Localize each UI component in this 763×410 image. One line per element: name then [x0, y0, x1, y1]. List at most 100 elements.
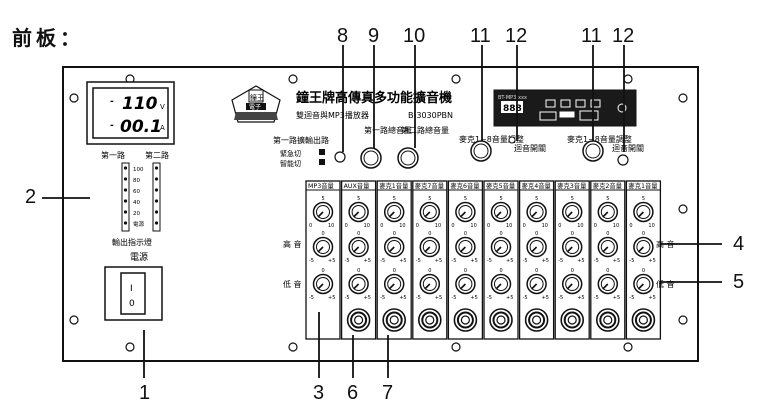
knob-scale-top: 0	[322, 268, 325, 274]
knob-scale-top: 0	[393, 231, 396, 237]
callout-7: 7	[382, 382, 394, 404]
knob-scale-max: 10	[435, 223, 441, 229]
knob-scale-max: +5	[328, 258, 335, 264]
panel-screws	[69, 74, 688, 352]
model-number: B-3030PBN	[408, 111, 453, 120]
svg-text:緊急切: 緊急切	[280, 149, 301, 158]
knob-scale-min: -5	[416, 258, 421, 264]
knob-scale-min: -5	[558, 258, 563, 264]
svg-text:電子: 電子	[249, 104, 261, 111]
callout-10: 10	[403, 25, 426, 47]
knob-scale-min: 0	[416, 223, 419, 229]
mp3-module: BT-MP3-xxx 888	[493, 89, 637, 127]
knob-scale-max: +5	[648, 258, 655, 264]
knob-scale-top: 0	[642, 231, 645, 237]
knob-scale-max: 10	[613, 223, 619, 229]
svg-text:迴音開關: 迴音開關	[612, 143, 644, 153]
knob-scale-max: +5	[542, 295, 549, 301]
vu-scale-label: 40	[133, 200, 140, 206]
svg-text:輸出指示燈: 輸出指示燈	[112, 237, 152, 247]
knob-scale-top: 5	[428, 196, 431, 202]
svg-text:低 音: 低 音	[656, 279, 675, 289]
amp-reading: 00.1	[120, 117, 162, 137]
brand-logo: 鐘王 電子	[231, 85, 281, 123]
knob-scale-min: 0	[487, 223, 490, 229]
svg-text:BT-MP3-xxx: BT-MP3-xxx	[498, 95, 527, 101]
svg-text:智能切: 智能切	[280, 159, 301, 168]
knob-scale-min: -5	[487, 258, 492, 264]
knob-scale-max: +5	[506, 258, 513, 264]
callout-6: 6	[347, 382, 359, 404]
knob-scale-top: 5	[571, 196, 574, 202]
channel-label: 麥克5音量	[486, 181, 516, 190]
knob-scale-top: 5	[606, 196, 609, 202]
knob-scale-max: +5	[613, 295, 620, 301]
channel-label: 麥克1音量	[628, 181, 658, 190]
svg-text:迴音開關: 迴音開關	[514, 143, 546, 153]
knob-scale-top: 0	[642, 268, 645, 274]
brand-subtitle: 雙迴音與MP3播放器	[296, 110, 369, 120]
callout-8: 8	[337, 25, 349, 47]
knob-scale-top: 5	[500, 196, 503, 202]
route-selector: 第一路擴輸出路 緊急切 智能切	[273, 135, 346, 168]
knob-scale-min: -5	[451, 295, 456, 301]
volt-reading: 110	[122, 94, 158, 114]
knob-scale-min: 0	[523, 223, 526, 229]
svg-text:A: A	[160, 124, 165, 132]
knob-scale-max: +5	[364, 258, 371, 264]
knob-scale-top: 5	[357, 196, 360, 202]
knob-scale-top: 0	[357, 231, 360, 237]
knob-scale-top: 5	[393, 196, 396, 202]
callout-11-right: 11	[581, 25, 602, 47]
knob-scale-min: 0	[451, 223, 454, 229]
power-switch[interactable]: 電源 I 0	[104, 252, 163, 321]
callout-4: 4	[733, 233, 745, 255]
knob-scale-min: -5	[380, 258, 385, 264]
knob-scale-top: 0	[428, 231, 431, 237]
knob-scale-min: -5	[309, 258, 314, 264]
knob-scale-max: +5	[506, 295, 513, 301]
svg-text:第一路擴輸出路: 第一路擴輸出路	[273, 135, 329, 145]
knob-scale-min: -5	[416, 295, 421, 301]
callout-12-right: 12	[612, 25, 635, 47]
knob-scale-top: 0	[606, 268, 609, 274]
callout-11-left: 11	[470, 25, 491, 47]
knob-scale-max: 10	[648, 223, 654, 229]
knob-scale-max: +5	[613, 258, 620, 264]
callout-1: 1	[139, 382, 151, 404]
knob-scale-top: 0	[535, 268, 538, 274]
knob-scale-min: -5	[451, 258, 456, 264]
channel-label: 麥克4音量	[522, 181, 552, 190]
callout-3: 3	[313, 382, 325, 404]
svg-text:第二路總音量: 第二路總音量	[401, 125, 449, 135]
knob-scale-max: +5	[399, 295, 406, 301]
knob-scale-max: 10	[577, 223, 583, 229]
mic-master-left: 麥克1~8音量調整 迴音開關	[459, 134, 546, 162]
svg-text:-: -	[110, 97, 114, 107]
channel-label: MP3音量	[308, 181, 335, 190]
knob-scale-max: +5	[435, 295, 442, 301]
knob-scale-max: 10	[364, 223, 370, 229]
vu-scale-label: 100	[133, 167, 144, 173]
knob-scale-top: 5	[464, 196, 467, 202]
callout-2: 2	[25, 186, 37, 208]
master-volume-1: 第一路總音量	[360, 125, 412, 169]
svg-text:第一路總音量: 第一路總音量	[364, 125, 412, 135]
knob-scale-top: 0	[571, 268, 574, 274]
svg-text:-: -	[110, 121, 114, 131]
callout-5: 5	[733, 271, 745, 293]
knob-scale-min: -5	[558, 295, 563, 301]
route-led	[334, 151, 346, 163]
svg-text:低 音: 低 音	[283, 279, 302, 289]
channel-label: 麥克1音量	[379, 181, 409, 190]
knob-scale-top: 5	[535, 196, 538, 202]
master-volume-2: 第二路總音量	[397, 125, 449, 169]
knob-scale-min: 0	[309, 223, 312, 229]
knob-scale-min: 0	[558, 223, 561, 229]
